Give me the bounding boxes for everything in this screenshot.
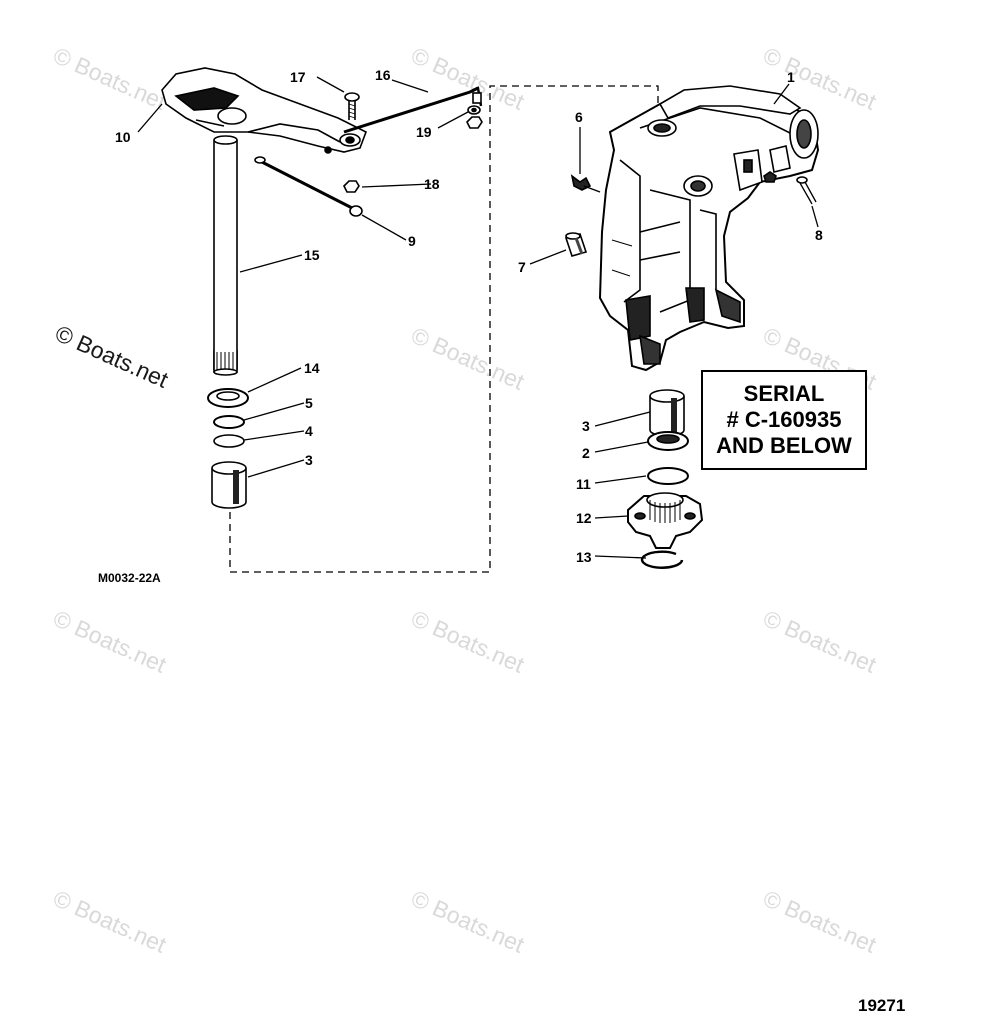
callout-12: 12: [576, 510, 592, 526]
part-bushing-3-right: [649, 389, 685, 437]
callout-4: 4: [305, 423, 313, 439]
part-swivel-bracket: [598, 85, 820, 372]
leader-lines: [137, 76, 819, 559]
callout-2: 2: [582, 445, 590, 461]
callout-19: 19: [416, 124, 432, 140]
part-bushing-7: [564, 232, 588, 257]
serial-range-box: SERIAL # C-160935 AND BELOW: [701, 370, 867, 470]
callout-5: 5: [305, 395, 313, 411]
part-screw-8: [796, 176, 817, 205]
part-steering-shaft: [213, 135, 238, 376]
part-link-rod: [339, 86, 483, 147]
callout-15: 15: [304, 247, 320, 263]
part-steering-arm: [161, 67, 368, 154]
callout-14: 14: [304, 360, 320, 376]
assembly-dashed-line: [229, 85, 659, 573]
part-washer-19-hole: [471, 107, 477, 113]
callout-18: 18: [424, 176, 440, 192]
part-ring-5: [213, 415, 245, 429]
part-small-nut: [763, 171, 777, 183]
callout-1: 1: [787, 69, 795, 85]
part-ring-4: [213, 434, 245, 448]
callout-8: 8: [815, 227, 823, 243]
part-nut-18: [466, 116, 483, 129]
part-bushing-3-left: [211, 461, 247, 509]
callout-9: 9: [408, 233, 416, 249]
part-bolt-17: [344, 92, 360, 120]
callout-3-right: 3: [582, 418, 590, 434]
callout-7: 7: [518, 259, 526, 275]
serial-line-2: # C-160935: [726, 407, 842, 432]
callout-3-left: 3: [305, 452, 313, 468]
part-snap-ring-13: [640, 550, 684, 569]
callout-6: 6: [575, 109, 583, 125]
callout-11: 11: [576, 476, 591, 492]
callout-16: 16: [375, 67, 391, 83]
figure-number: 19271: [858, 996, 906, 1015]
callout-17: 17: [290, 69, 306, 85]
serial-line-1: SERIAL: [743, 381, 825, 406]
part-washer-14: [207, 388, 249, 408]
callout-13: 13: [576, 549, 592, 565]
serial-line-3: AND BELOW: [716, 433, 852, 458]
drawing-code: M0032-22A: [98, 571, 161, 585]
part-grease-fitting: [570, 174, 601, 193]
part-steering-yoke: [627, 492, 704, 549]
part-tie-rod: [254, 156, 363, 217]
part-ring-11: [647, 467, 690, 485]
part-seal-2: [647, 431, 689, 451]
callout-10: 10: [115, 129, 131, 145]
part-nut-18-lower: [343, 180, 360, 193]
